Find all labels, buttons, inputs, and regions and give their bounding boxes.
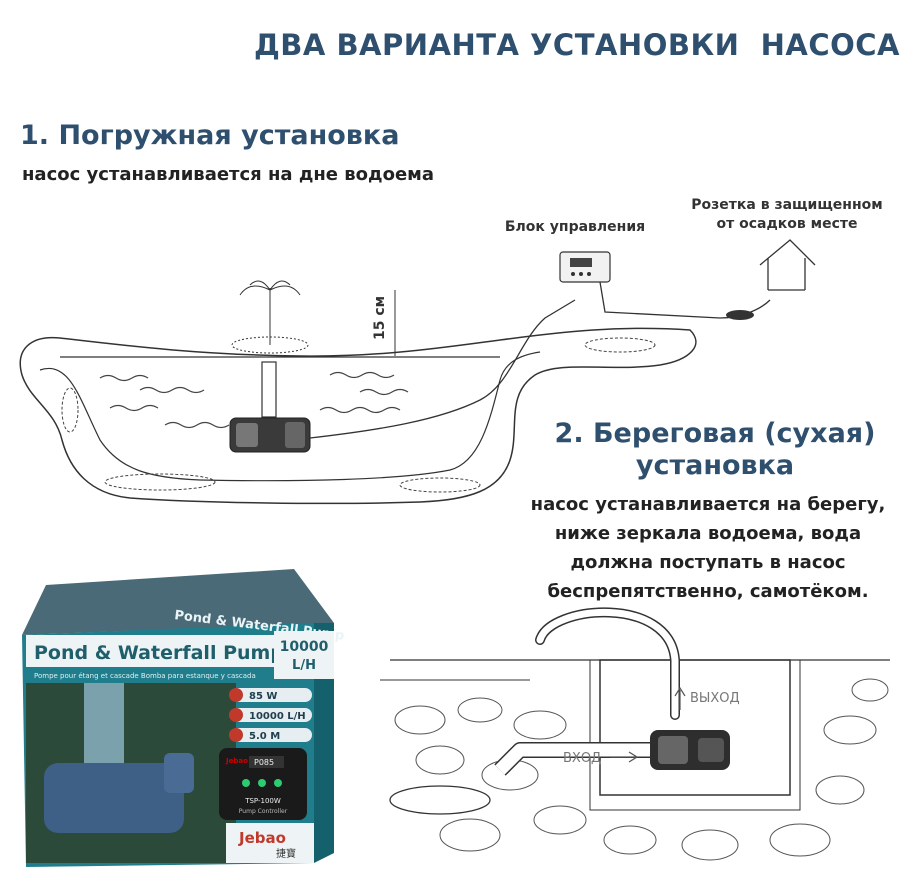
section2-desc-line4: беспрепятственно, самотёком. xyxy=(547,581,869,602)
section2-desc-line3: должна поступать в насос xyxy=(570,552,846,573)
section1-title: 1. Погружная установка xyxy=(20,120,400,151)
soil-stones xyxy=(394,678,889,861)
page-title: ДВА ВАРИАНТА УСТАНОВКИ НАСОСА xyxy=(253,28,900,62)
box-brand: Jebao xyxy=(238,829,286,847)
fountain-icon xyxy=(231,280,309,354)
spec-head: 5.0 M xyxy=(249,731,280,742)
controller-display: P085 xyxy=(254,758,274,767)
section1-subtitle: насос устанавливается на дне водоема xyxy=(22,164,435,185)
section2-desc-line2: ниже зеркала водоема, вода xyxy=(554,523,862,544)
socket-label-line2: от осадков месте xyxy=(716,216,858,232)
water-waves xyxy=(99,371,409,429)
house-icon xyxy=(759,239,816,291)
socket-label: Розетка в защищенном от осадков месте xyxy=(676,196,898,234)
box-subline: Pompe pour étang et cascade Bomba para e… xyxy=(34,672,256,680)
box-flow-big: 10000 xyxy=(280,639,329,655)
controller-brand: Jebao xyxy=(225,757,248,765)
pump-product-box: Pond & Waterfall Pump Pond & Waterfall P… xyxy=(14,563,345,875)
pump-pit xyxy=(599,659,791,796)
pond-stones xyxy=(61,337,656,493)
section2-title-line2: установка xyxy=(635,450,795,481)
pond-bottom xyxy=(39,351,541,482)
product-box-graphic: Pond & Waterfall Pump Pond & Waterfall P… xyxy=(22,569,345,867)
inlet-arrow xyxy=(610,751,639,763)
pump-cable xyxy=(309,299,576,439)
outlet-arrow xyxy=(674,686,686,710)
section2-title-line1: 2. Береговая (сухая) xyxy=(554,418,876,449)
pond-outline xyxy=(19,327,697,505)
riser-pipe xyxy=(261,361,277,418)
outlet-label: ВЫХОД xyxy=(690,691,740,706)
controller-name: Pump Controller xyxy=(239,808,288,815)
shore-installation-diagram: ВЫХОД ВХОД xyxy=(380,607,890,861)
box-title: Pond & Waterfall Pump xyxy=(34,642,284,664)
spec-power: 85 W xyxy=(249,691,277,702)
inlet-label: ВХОД xyxy=(563,751,601,766)
controller-model: TSP-100W xyxy=(244,797,281,805)
box-brand-cn: 捷寶 xyxy=(276,847,296,860)
socket-label-line1: Розетка в защищенном xyxy=(691,197,883,213)
power-plug-icon xyxy=(726,310,754,320)
box-pump-image xyxy=(44,763,184,833)
pump-pit-outer xyxy=(589,659,801,811)
pump-icon xyxy=(229,417,311,453)
control-unit-icon xyxy=(559,251,611,283)
log xyxy=(389,785,491,815)
pump-icon xyxy=(650,730,730,770)
section2-description: насос устанавливается на берегу, ниже зе… xyxy=(498,490,918,606)
box-flow-unit: L/H xyxy=(292,658,316,673)
section2-desc-line1: насос устанавливается на берегу, xyxy=(530,494,886,515)
spec-flow: 10000 L/H xyxy=(249,711,306,722)
control-unit-label: Блок управления xyxy=(504,219,646,235)
box-top xyxy=(22,569,334,635)
depth-label: 15 см xyxy=(372,296,388,340)
